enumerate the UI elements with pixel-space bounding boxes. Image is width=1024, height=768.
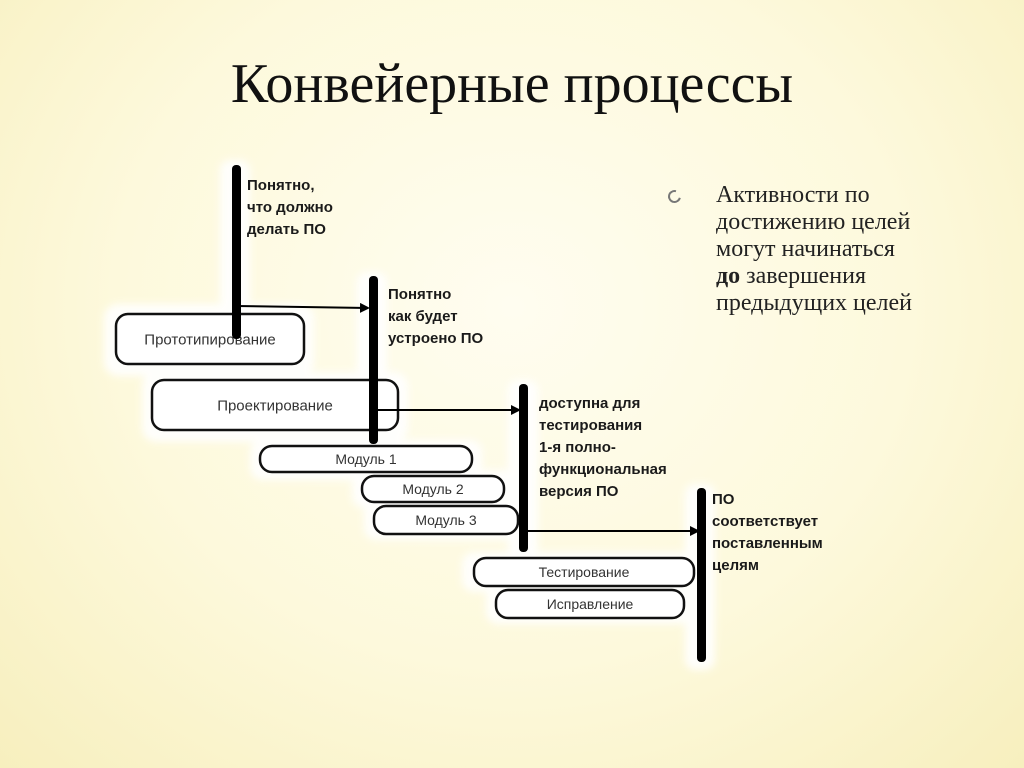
milestone-bar-3 xyxy=(519,384,528,552)
stage-box-frame xyxy=(472,556,696,588)
milestone-label-4: ПО соответствует поставленным целям xyxy=(712,491,823,574)
milestone-label-line: Понятно xyxy=(388,286,451,303)
milestone-label-line: доступна для xyxy=(539,395,640,412)
bullet-line-4: до завершения xyxy=(716,263,998,290)
milestone-label-line: Понятно, xyxy=(247,177,315,194)
milestone-label-line: что должно xyxy=(247,199,333,216)
bullet-line-1: Активности по xyxy=(716,182,870,208)
stage-box-testing: Тестирование xyxy=(472,556,696,588)
slide-title: Конвейерные процессы xyxy=(230,53,794,115)
stage-box-frame xyxy=(150,378,400,432)
stage-box-design: Проектирование xyxy=(150,378,400,432)
milestone-bar-4 xyxy=(697,488,706,662)
stage-box-module-1: Модуль 1 xyxy=(258,444,474,474)
milestone-label-line: ПО xyxy=(712,491,735,508)
bullet-line-5: предыдущих целей xyxy=(716,290,913,316)
bullet-line-2: достижению целей xyxy=(716,209,911,235)
milestone-label-line: целям xyxy=(712,557,759,574)
stage-box-prototyping: Прототипирование xyxy=(114,312,306,366)
arrow-1 xyxy=(235,302,370,313)
milestone-label-3: доступна для тестирования 1-я полно-функци… xyxy=(539,395,667,500)
stage-box-label: Исправление xyxy=(547,596,634,612)
bullet-line-3: могут начинаться xyxy=(716,236,895,262)
milestone-arrows xyxy=(235,302,700,536)
bullet-text: Активности по достижению целей могут нач… xyxy=(716,182,998,317)
bullet-line-4-rest: завершения xyxy=(740,263,866,289)
milestone-labels: Понятно, что должно делать ПО Понятно как бу… xyxy=(247,177,823,574)
stage-box-module-3: Модуль 3 xyxy=(372,504,520,536)
milestone-label-line: устроено ПО xyxy=(388,330,483,347)
stage-box-frame xyxy=(114,312,306,366)
milestone-label-line: делать ПО xyxy=(247,221,326,238)
stage-box-frame xyxy=(372,504,520,536)
stage-box-frame xyxy=(258,444,474,474)
stage-box-label: Модуль 2 xyxy=(402,481,464,497)
ring-bullet-icon xyxy=(665,187,684,206)
milestone-label-line: поставленным xyxy=(712,535,823,552)
milestone-label-line: как будет xyxy=(388,308,458,325)
milestone-label-line: 1-я полно- xyxy=(539,439,616,456)
milestone-bar-1 xyxy=(232,165,241,339)
bullet-point: Активности по достижению целей могут нач… xyxy=(665,182,998,317)
stage-box-label: Модуль 1 xyxy=(335,451,397,467)
bullet-bold-word: до xyxy=(716,263,741,289)
stage-box-frame xyxy=(494,588,686,620)
stage-box-label: Проектирование xyxy=(217,397,333,414)
milestone-label-line: соответствует xyxy=(712,513,818,530)
milestone-bar-2 xyxy=(369,276,378,444)
milestone-label-1: Понятно, что должно делать ПО xyxy=(247,177,333,238)
milestone-label-line: тестирования xyxy=(539,417,642,434)
stage-box-module-2: Модуль 2 xyxy=(360,474,506,504)
milestone-bars xyxy=(232,165,706,662)
milestone-label-line: функциональная xyxy=(539,461,667,478)
stage-box-label: Модуль 3 xyxy=(415,512,477,528)
stage-box-frame xyxy=(360,474,506,504)
stage-box-label: Тестирование xyxy=(539,564,630,580)
milestone-label-2: Понятно как будет устроено ПО xyxy=(388,286,483,347)
stage-box-fixing: Исправление xyxy=(494,588,686,620)
stage-box-label: Прототипирование xyxy=(144,331,275,348)
milestone-label-line: версия ПО xyxy=(539,483,619,500)
